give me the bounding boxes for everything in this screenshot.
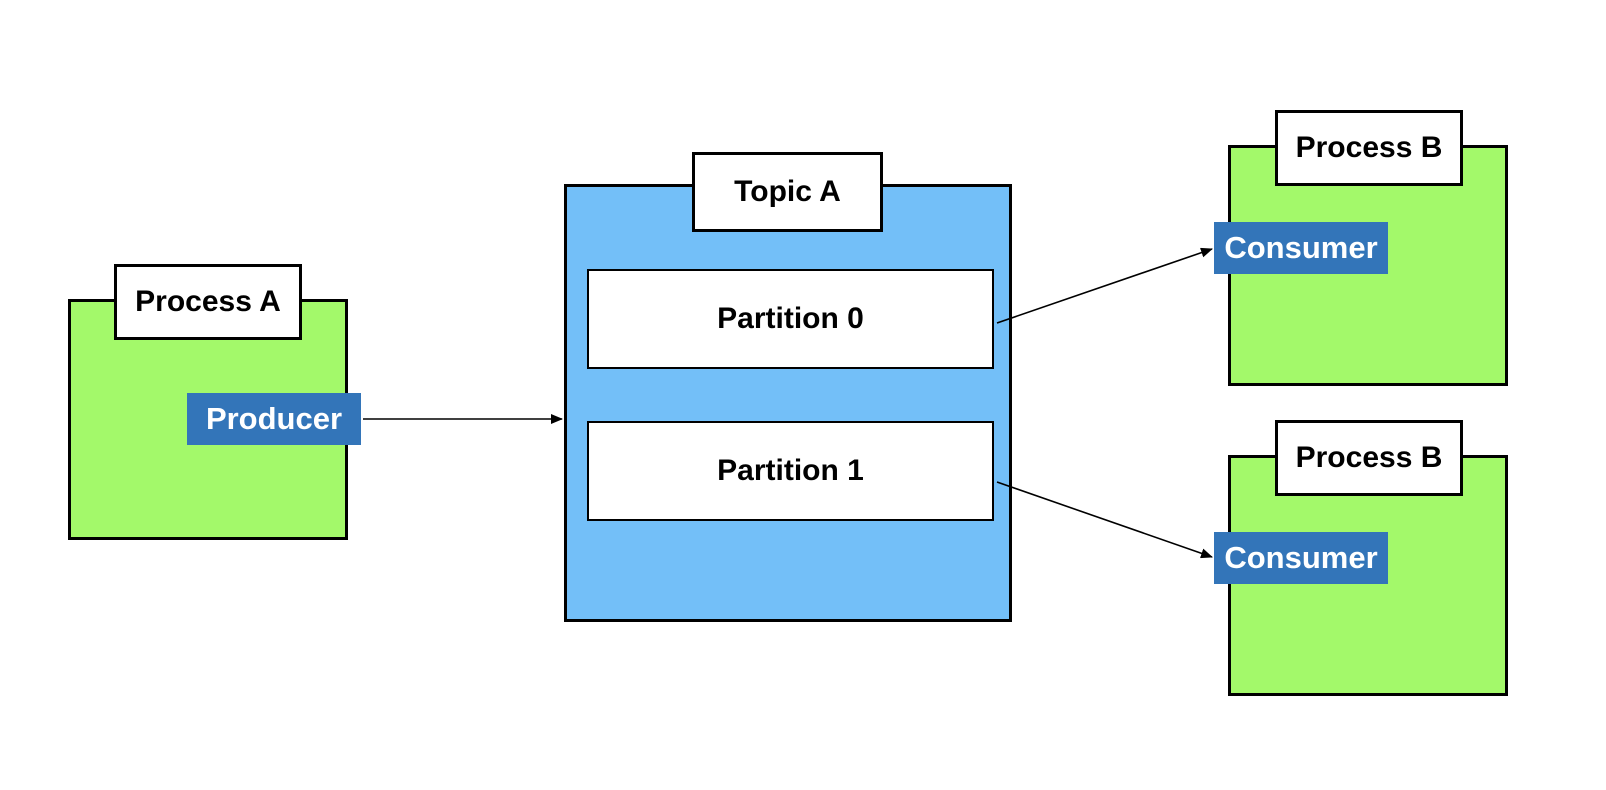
topic-a-box: [564, 184, 1012, 622]
consumer-top-label: Consumer: [1214, 222, 1388, 274]
arrow-partition-1-to-consumer: [996, 481, 1213, 559]
process-b-bottom-title: Process B: [1275, 420, 1463, 496]
topic-a-title: Topic A: [692, 152, 883, 232]
partition-1: Partition 1: [587, 421, 994, 521]
arrow-partition-0-to-consumer: [996, 247, 1213, 324]
process-b-top-title: Process B: [1275, 110, 1463, 186]
consumer-bottom-label: Consumer: [1214, 532, 1388, 584]
process-a-title: Process A: [114, 264, 302, 340]
partition-0: Partition 0: [587, 269, 994, 369]
producer-label: Producer: [187, 393, 361, 445]
